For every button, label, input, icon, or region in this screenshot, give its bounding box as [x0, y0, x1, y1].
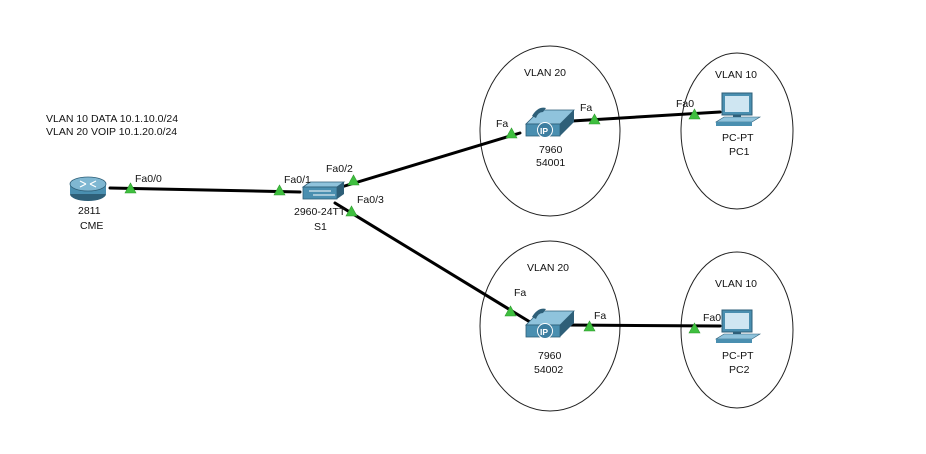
phone1-number-label: 54001: [536, 157, 565, 169]
router-icon: [69, 176, 107, 201]
port-light-phone2-pc: [583, 320, 596, 332]
port-label-switch-fa02: Fa0/2: [326, 163, 353, 175]
switch-model-label: 2960-24TT: [294, 206, 346, 218]
ip-phone-54001[interactable]: IP 7960 54001: [525, 107, 575, 169]
phone2-number-label: 54002: [534, 364, 563, 376]
port-label-switch-fa03: Fa0/3: [357, 194, 384, 206]
vlan-zone-pc1: [680, 52, 794, 210]
pc-monitor-icon: [714, 309, 762, 343]
vlan-data-note: VLAN 10 DATA 10.1.10.0/24: [46, 113, 178, 125]
port-label-phone1-uplink: Fa: [496, 118, 508, 130]
port-label-phone2-pc: Fa: [594, 310, 606, 322]
link-router-switch: [108, 186, 302, 194]
pc-pc1[interactable]: PC-PT PC1: [714, 92, 762, 158]
ip-badge: IP: [540, 327, 548, 337]
router-name-label: CME: [80, 220, 103, 232]
pc-monitor-icon: [714, 92, 762, 126]
vlan-label-pc1: VLAN 10: [715, 69, 757, 81]
ip-phone-icon: IP: [525, 107, 575, 138]
port-label-switch-fa01: Fa0/1: [284, 174, 311, 186]
ip-phone-54002[interactable]: IP 7960 54002: [525, 308, 575, 376]
vlan-label-phone1: VLAN 20: [524, 67, 566, 79]
port-label-router-fa00: Fa0/0: [135, 173, 162, 185]
vlan-label-phone2: VLAN 20: [527, 262, 569, 274]
switch-2960[interactable]: 2960-24TT S1: [294, 181, 346, 233]
vlan-zone-phone1: [479, 45, 621, 217]
phone1-model-label: 7960: [539, 144, 563, 156]
port-label-phone1-pc: Fa: [580, 102, 592, 114]
port-label-phone2-uplink: Fa: [514, 287, 526, 299]
port-label-pc2-fa0: Fa0: [703, 312, 721, 324]
vlan-label-pc2: VLAN 10: [715, 278, 757, 290]
pc-pc2[interactable]: PC-PT PC2: [714, 309, 762, 376]
port-light-phone1-pc: [588, 113, 601, 125]
port-light-switch-fa01: [273, 184, 286, 196]
pc1-name-label: PC1: [729, 146, 750, 158]
ip-badge: IP: [540, 126, 548, 136]
port-label-pc1-fa0: Fa0: [676, 98, 694, 110]
switch-name-label: S1: [314, 221, 327, 233]
port-light-pc2-fa0: [688, 322, 701, 334]
port-light-phone2-uplink: [504, 305, 517, 317]
port-light-pc1-fa0: [688, 108, 701, 120]
port-light-router-fa00: [124, 182, 137, 194]
port-light-phone1-uplink: [505, 127, 518, 139]
router-2811[interactable]: 2811 CME: [69, 176, 107, 232]
phone2-model-label: 7960: [538, 350, 562, 362]
port-light-switch-fa02: [347, 174, 360, 186]
switch-icon: [301, 181, 346, 200]
pc2-name-label: PC2: [729, 364, 750, 376]
pc1-model-label: PC-PT: [722, 132, 754, 144]
link-switch-phone1: [336, 131, 522, 190]
port-light-switch-fa03: [345, 205, 358, 217]
vlan-voip-note: VLAN 20 VOIP 10.1.20.0/24: [46, 126, 177, 138]
vlan-zone-pc2: [680, 251, 794, 409]
link-switch-phone2: [333, 201, 532, 324]
router-model-label: 2811: [78, 205, 101, 217]
pc2-model-label: PC-PT: [722, 350, 754, 362]
ip-phone-icon: IP: [525, 308, 575, 339]
